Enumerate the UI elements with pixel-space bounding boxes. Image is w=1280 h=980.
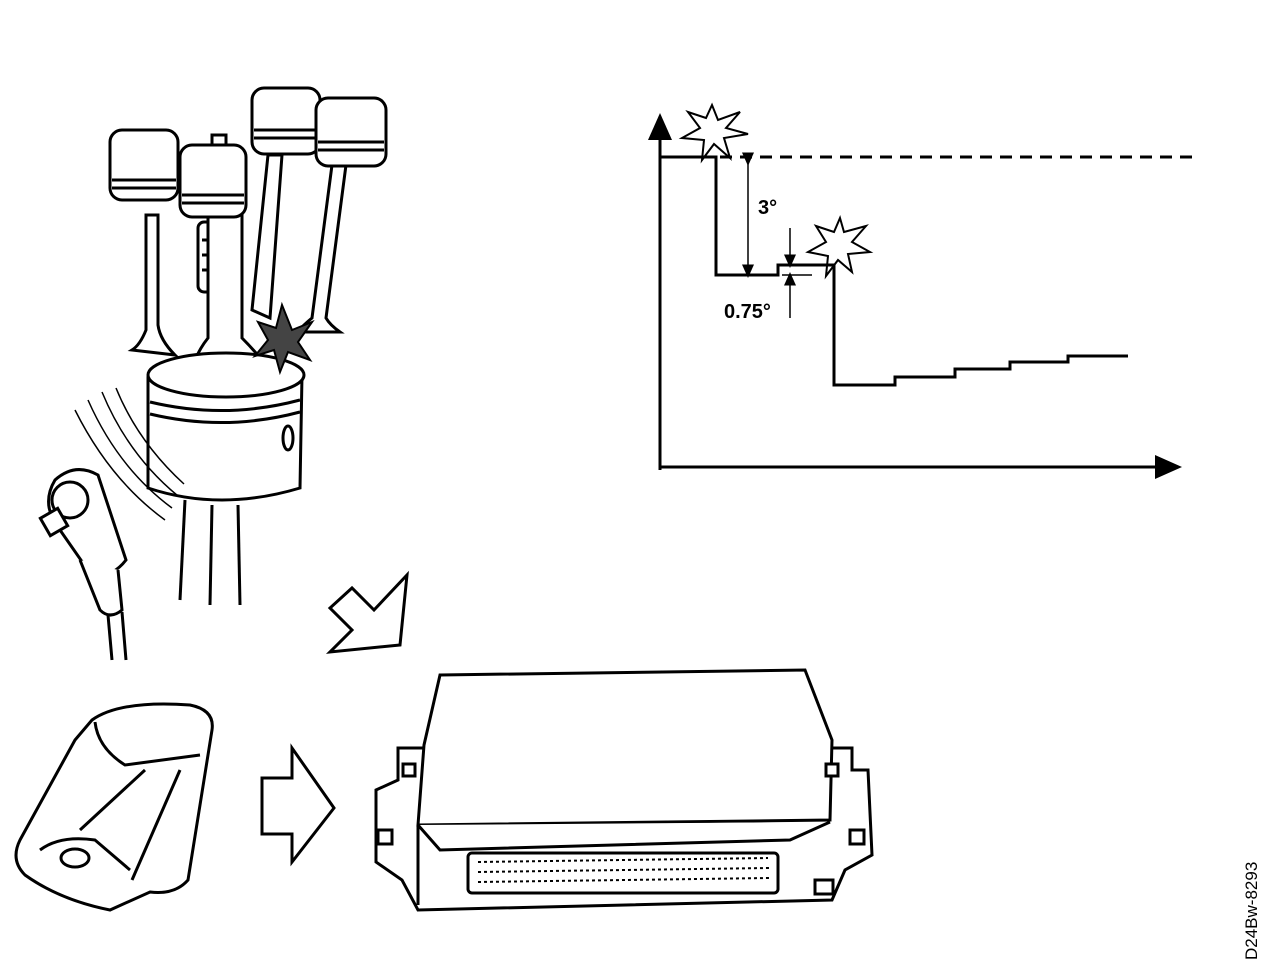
figure-code: D24Bw-8293 [1242,861,1261,960]
connecting-rod [178,499,242,606]
engine-cylinder-illustration [108,86,388,606]
label-retard-step: 3° [758,197,777,219]
knock-burst [252,301,315,376]
piston [146,351,306,502]
knock-sensor [38,468,128,661]
knock-event-star-2 [805,215,874,280]
ignition-timing-graph: 3° 0.75° [648,102,1200,479]
label-advance-step: 0.75° [724,301,771,323]
signal-arrow-right [260,743,336,867]
cylinder-identification-sensor [14,702,214,912]
knock-event-star-1 [678,102,749,164]
engine-control-unit [374,668,874,912]
intake-valve-left [108,128,180,357]
signal-arrow-diagonal [325,570,409,654]
intake-valve-center [178,143,266,362]
timing-step-trace [660,155,1128,387]
exhaust-valve-1 [250,86,322,321]
exhaust-valve-2 [295,96,388,334]
knock-vibration-waves [74,387,185,521]
